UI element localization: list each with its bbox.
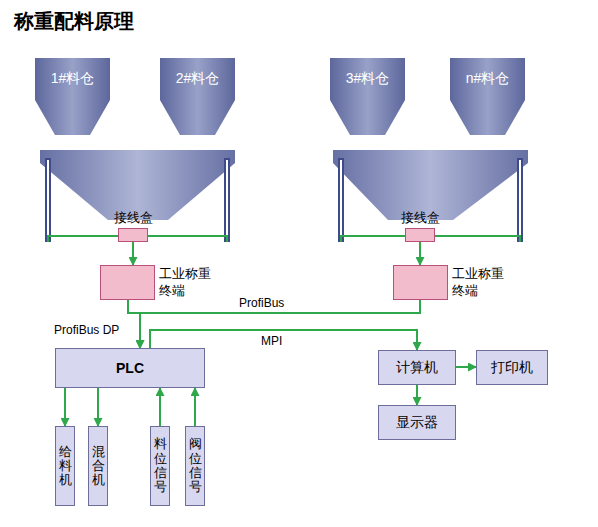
node-text: 混合机	[92, 445, 105, 488]
node-text: 工业称重终端	[452, 266, 504, 300]
node-text: 2#料仓	[160, 70, 235, 88]
silo-shape: 1#料仓	[35, 58, 110, 135]
signal-connector	[97, 388, 99, 426]
silo-outline	[35, 58, 110, 135]
leg-highlight	[47, 160, 49, 240]
signal-connector	[128, 300, 140, 348]
silo-shape: 3#料仓	[330, 58, 405, 135]
load-cell-leg	[338, 158, 344, 242]
node-text: 计算机	[396, 359, 438, 377]
node-text: 接线盒	[114, 209, 153, 227]
junction-box: 接线盒	[118, 228, 148, 242]
process-box: 显示器	[378, 405, 456, 440]
signal-connector	[150, 330, 417, 350]
node-text: 给料机	[59, 445, 72, 488]
node-text: 显示器	[396, 414, 438, 432]
signal-connector	[132, 242, 134, 265]
silo-outline	[160, 58, 235, 135]
signal-connector	[194, 388, 196, 426]
signal-connector	[416, 385, 418, 405]
signal-connector	[64, 388, 66, 426]
io-box: 料位信号	[150, 426, 170, 506]
silo-body	[35, 58, 110, 135]
node-text: 料位信号	[154, 437, 167, 494]
silo-body	[450, 58, 525, 135]
edge-label: ProfiBus	[237, 296, 286, 310]
silo-body	[330, 58, 405, 135]
weighing-terminal: 工业称重终端	[100, 265, 155, 300]
node-text: 接线盒	[401, 209, 440, 227]
leg-highlight	[226, 160, 228, 240]
silo-outline	[450, 58, 525, 135]
process-box: 计算机	[378, 350, 456, 385]
edge-label: MPI	[259, 334, 284, 348]
hopper-rim	[333, 150, 528, 163]
signal-connector	[159, 388, 161, 426]
node-text: 打印机	[491, 359, 533, 377]
io-box: 给料机	[55, 426, 75, 506]
node-text: 1#料仓	[35, 70, 110, 88]
silo-shape: 2#料仓	[160, 58, 235, 135]
leg-highlight	[340, 160, 342, 240]
leg-highlight	[519, 160, 521, 240]
load-cell-leg	[517, 158, 523, 242]
node-text: n#料仓	[450, 70, 525, 88]
diagram-title: 称重配料原理	[14, 8, 134, 35]
node-text: 3#料仓	[330, 70, 405, 88]
weigh-hopper-right	[333, 150, 528, 242]
io-box: 阀位信号	[185, 426, 205, 506]
bus-label: ProfiBus DP	[52, 323, 121, 337]
silo-outline	[330, 58, 405, 135]
node-text: PLC	[116, 360, 144, 376]
hopper-rim	[40, 150, 235, 163]
process-box: 打印机	[476, 350, 548, 385]
silo-body	[160, 58, 235, 135]
weigh-hopper-left	[40, 150, 235, 242]
node-text: 阀位信号	[189, 437, 202, 494]
io-box: 混合机	[88, 426, 108, 506]
load-cell-leg	[45, 158, 51, 242]
junction-box: 接线盒	[405, 228, 435, 242]
load-cell-leg	[224, 158, 230, 242]
weighing-terminal: 工业称重终端	[393, 265, 448, 300]
process-box: PLC	[55, 348, 205, 388]
silo-shape: n#料仓	[450, 58, 525, 135]
signal-connector	[419, 242, 421, 265]
node-text: 工业称重终端	[159, 266, 211, 300]
signal-connector	[456, 366, 476, 368]
